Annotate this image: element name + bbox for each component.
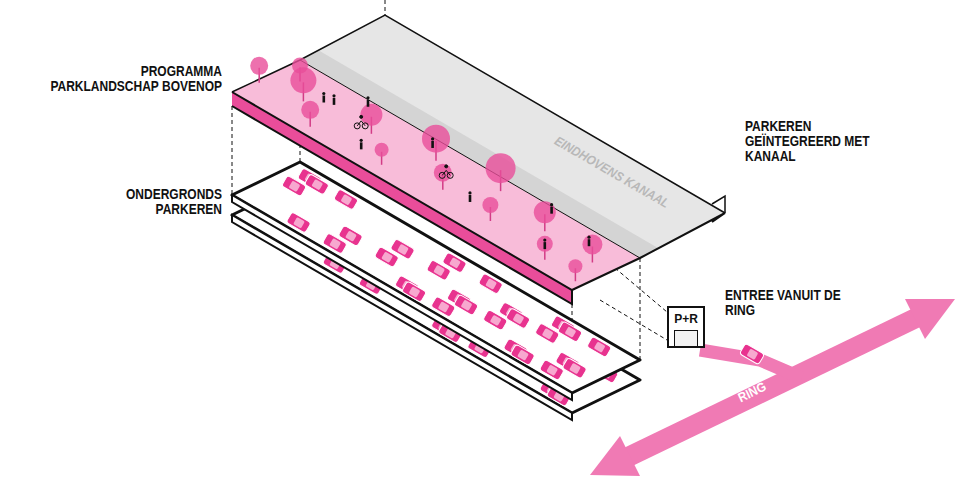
tree-icon xyxy=(250,57,268,83)
tree-icon xyxy=(434,164,452,190)
car-icon xyxy=(478,273,503,294)
door-opening xyxy=(674,330,698,346)
bike-icon xyxy=(439,165,453,179)
callout-label: PROGRAMMA PARKLANDSCHAP BOVENOP xyxy=(34,63,222,93)
canal-wall xyxy=(300,50,658,258)
person-icon xyxy=(322,92,325,103)
park-figures xyxy=(250,57,602,281)
callout-label: ONDERGRONDS PARKEREN xyxy=(114,186,222,216)
park-slab xyxy=(232,15,725,304)
canal-surface xyxy=(300,15,725,258)
tree-icon xyxy=(568,259,582,281)
tree-icon xyxy=(301,101,319,127)
car-icon xyxy=(304,174,329,195)
canal-outline xyxy=(232,15,725,213)
car-icon xyxy=(286,212,311,233)
person-icon xyxy=(360,139,363,150)
car-icon xyxy=(510,344,535,365)
tree-icon xyxy=(290,67,316,101)
car-icon xyxy=(558,321,583,342)
tree-icon xyxy=(360,104,382,134)
car-icon xyxy=(333,189,358,210)
ring-arrowhead xyxy=(905,299,955,339)
slab-outline xyxy=(232,106,572,304)
person-icon xyxy=(366,96,369,107)
car-icon xyxy=(562,358,587,379)
tree-icon xyxy=(482,197,498,221)
car-icon xyxy=(338,225,363,246)
tree-icon xyxy=(534,201,556,231)
ring-road xyxy=(590,299,955,476)
tree-icon xyxy=(375,143,389,165)
car-icon xyxy=(454,294,479,315)
sign-text: P+R xyxy=(674,313,698,326)
car-icon xyxy=(402,281,427,302)
person-icon xyxy=(332,94,335,105)
person-icon xyxy=(550,203,553,214)
person-icon xyxy=(431,137,434,148)
car-icon xyxy=(506,308,531,329)
tree-icon xyxy=(582,235,602,263)
ring-arrowhead xyxy=(590,436,640,476)
slab-outline xyxy=(232,92,725,290)
car-icon xyxy=(587,336,612,357)
tree-icon xyxy=(486,153,516,191)
callout-label: PARKEREN GEÏNTEGREERD MET KANAAL xyxy=(745,118,893,163)
car-icon xyxy=(739,343,764,364)
person-icon xyxy=(543,239,546,250)
bike-icon xyxy=(354,115,368,129)
callout-label: ENTREE VANUIT DE RING xyxy=(725,287,845,317)
parking-sign: P+R xyxy=(667,306,705,348)
person-icon xyxy=(468,191,471,202)
car-icon xyxy=(442,252,467,273)
car-icon xyxy=(390,239,415,260)
person-icon xyxy=(587,236,590,247)
tree-icon xyxy=(422,125,450,161)
tree-icon xyxy=(537,236,553,260)
canal-bank xyxy=(712,196,725,213)
